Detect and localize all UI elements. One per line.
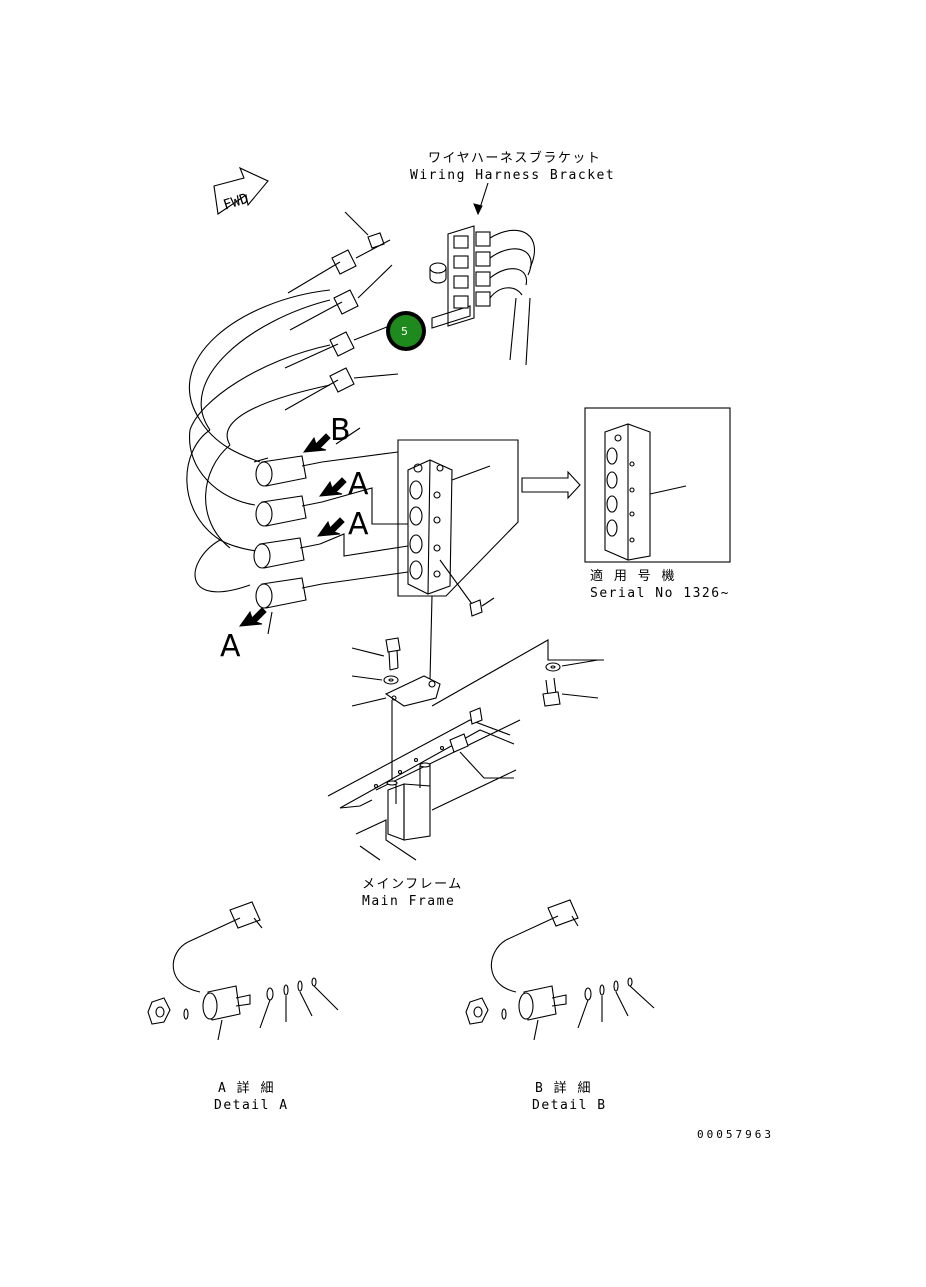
main-frame: メインフレーム Main Frame <box>327 707 521 909</box>
bolt-1 <box>351 637 401 671</box>
view-arrow-a3: A <box>220 607 267 664</box>
solenoid-valve-1 <box>253 451 399 487</box>
drawing-number: 00057963 <box>697 1128 774 1141</box>
manifold-block <box>397 439 519 681</box>
solenoid-valve-4 <box>255 571 409 635</box>
connector-2 <box>289 264 393 331</box>
connector-4 <box>284 367 399 411</box>
washer-2 <box>545 659 599 672</box>
serial-detail-box: 適 用 号 機 Serial No 1326~ <box>584 407 731 601</box>
view-arrow-b: B <box>302 413 361 453</box>
detail-arrow-icon <box>521 470 581 500</box>
callout-marker[interactable]: 5 <box>386 311 426 351</box>
arrow-letter-a3: A <box>220 629 241 664</box>
view-arrow-a2: A <box>316 507 369 542</box>
arrow-letter-a1: A <box>348 467 369 502</box>
bolt-2 <box>542 677 599 707</box>
frame-label-jp: メインフレーム <box>362 877 463 892</box>
bracket-leader-arrow <box>473 203 483 216</box>
wiring-harness-bracket <box>429 225 535 366</box>
bracket-label-jp: ワイヤハーネスブラケット <box>428 150 601 166</box>
detail-a-label-jp: A 詳 細 <box>218 1080 275 1096</box>
detail-b-label-jp: B 詳 細 <box>535 1080 592 1096</box>
serial-label-en: Serial No 1326~ <box>590 586 730 601</box>
callout-number: 5 <box>401 325 408 338</box>
washer-1 <box>351 675 399 685</box>
fwd-arrow-icon: FWD <box>213 166 269 215</box>
solenoid-valve-2 <box>255 487 408 527</box>
detail-b-drawing: B 詳 細 Detail B <box>465 899 655 1113</box>
detail-a-label-en: Detail A <box>214 1098 289 1113</box>
serial-label-jp: 適 用 号 機 <box>590 568 676 584</box>
harness-cables <box>186 289 331 593</box>
bracket-label-en: Wiring Harness Bracket <box>410 168 615 183</box>
callout-circle[interactable] <box>390 315 422 347</box>
frame-label-en: Main Frame <box>362 894 455 909</box>
arrow-letter-a2: A <box>348 507 369 542</box>
view-arrow-a1: A <box>318 467 369 502</box>
arrow-letter-b: B <box>330 413 351 448</box>
detail-a-drawing: A 詳 細 Detail A <box>147 901 339 1113</box>
mounting-plate <box>351 639 604 780</box>
fwd-label: FWD <box>221 191 250 214</box>
connector-3 <box>284 324 393 369</box>
connector-1 <box>287 239 391 294</box>
detail-b-label-en: Detail B <box>532 1098 607 1113</box>
solenoid-valve-3 <box>253 533 409 569</box>
cap-part <box>344 211 385 249</box>
